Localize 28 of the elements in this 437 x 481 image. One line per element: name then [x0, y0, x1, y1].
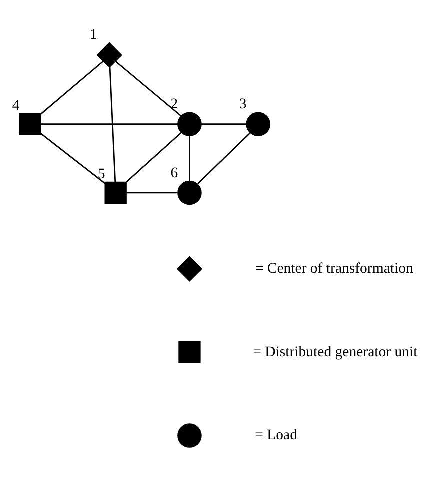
connector [202, 123, 246, 125]
connector [109, 66, 116, 182]
node-label: 1 [90, 26, 98, 43]
node-circle [178, 423, 202, 448]
node-label: 5 [98, 166, 106, 182]
legend-label: = Load [255, 427, 298, 444]
node-label: 3 [239, 96, 247, 112]
node-diamond [96, 42, 122, 68]
connector [197, 132, 251, 184]
connector [115, 60, 182, 116]
node-circle [178, 112, 202, 136]
connector [40, 60, 104, 114]
legend-label: = Distributed generator unit [253, 344, 418, 360]
connector [126, 132, 182, 182]
node-circle [246, 112, 270, 136]
node-label: 2 [170, 96, 178, 112]
connector [126, 192, 178, 194]
connector [40, 132, 106, 184]
node-box [178, 340, 201, 363]
node-box [19, 112, 42, 135]
connector [189, 136, 190, 181]
node-label: 6 [170, 164, 178, 181]
connector [40, 123, 178, 125]
node-box [104, 181, 127, 204]
node-circle [178, 180, 202, 205]
legend-label: = Center of transformation [255, 260, 414, 276]
node-diamond [176, 256, 203, 282]
node-label: 4 [12, 97, 20, 114]
